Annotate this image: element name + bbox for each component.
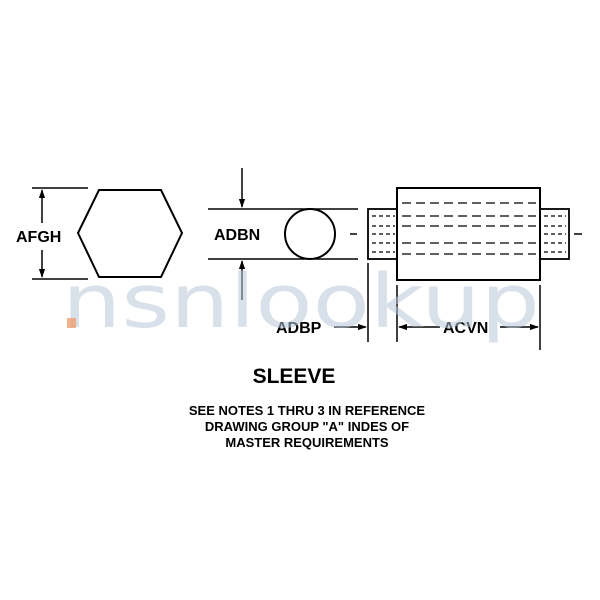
watermark: nsnlookup <box>62 259 540 345</box>
drawing-title: SLEEVE <box>253 365 336 388</box>
note-line-1: SEE NOTES 1 THRU 3 IN REFERENCE <box>189 403 426 418</box>
sleeve-side-view <box>367 187 582 281</box>
hexagon-outline <box>76 189 184 278</box>
length-dimensions: ADBP ACVN <box>276 263 541 350</box>
watermark-accent-square <box>67 318 76 328</box>
right-collar <box>539 208 570 260</box>
notes-block: SEE NOTES 1 THRU 3 IN REFERENCE DRAWING … <box>189 403 426 450</box>
afgh-label: AFGH <box>16 229 61 246</box>
circle-outline <box>284 208 336 260</box>
adbn-label: ADBN <box>214 227 260 244</box>
circle-view: ADBN <box>208 168 358 300</box>
watermark-text: nsnlookup <box>62 259 540 345</box>
note-line-2: DRAWING GROUP "A" INDES OF <box>205 419 409 434</box>
note-line-3: MASTER REQUIREMENTS <box>225 435 389 450</box>
hexagon-view: AFGH <box>16 187 184 280</box>
acvn-label: ACVN <box>443 320 488 337</box>
adbp-label: ADBP <box>276 320 322 337</box>
